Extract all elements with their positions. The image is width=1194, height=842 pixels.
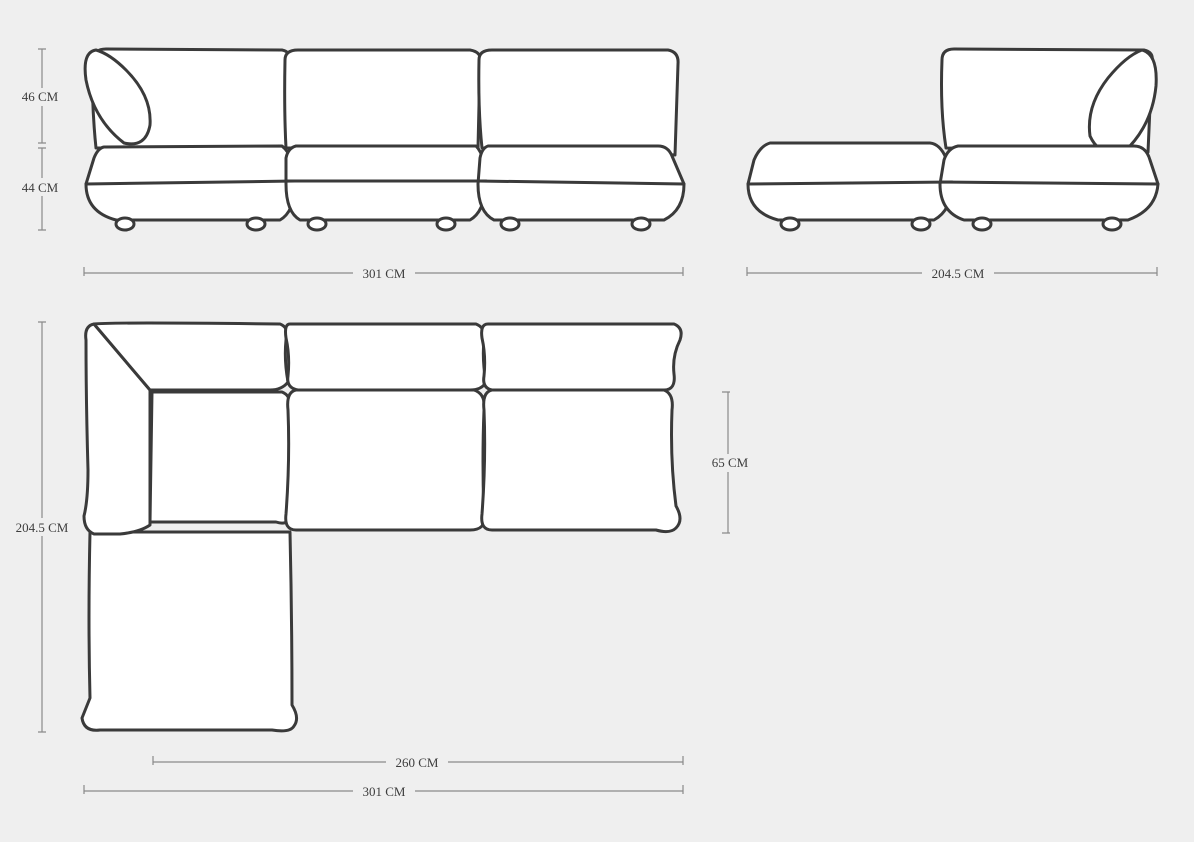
- dimension-top-total-width: 301 CM: [83, 782, 684, 800]
- seat-depth-label: 65 CM: [712, 455, 749, 470]
- front-armrest-cushion: [83, 48, 152, 146]
- dimension-top-inner-width: 260 CM: [152, 753, 684, 771]
- front-foot: [630, 216, 652, 232]
- top-corner-armrest: [82, 322, 152, 536]
- top-view-sofa: [80, 321, 683, 733]
- front-backrest-right: [477, 48, 680, 157]
- top-total-width-label: 301 CM: [363, 784, 406, 799]
- front-total-width-label: 301 CM: [363, 266, 406, 281]
- side-foot: [910, 216, 932, 232]
- front-foot: [499, 216, 521, 232]
- front-backrest-center: [283, 48, 482, 150]
- dimension-side-total-width: 204.5 CM: [746, 264, 1158, 282]
- front-seat-center: [284, 144, 488, 222]
- top-center-backrest: [284, 322, 488, 392]
- front-foot: [435, 216, 457, 232]
- top-inner-width-label: 260 CM: [396, 755, 439, 770]
- front-foot: [245, 216, 267, 232]
- top-right-seat: [480, 388, 682, 534]
- side-total-width-label: 204.5 CM: [932, 266, 985, 281]
- dimension-top-depth-left: 204.5 CM: [8, 321, 74, 733]
- top-corner-seat: [148, 390, 292, 525]
- side-foot: [971, 216, 993, 232]
- top-right-backrest: [480, 322, 683, 392]
- dimension-seat-depth: 65 CM: [704, 391, 754, 534]
- top-depth-left-label: 204.5 CM: [16, 520, 69, 535]
- front-foot: [114, 216, 136, 232]
- side-foot: [1101, 216, 1123, 232]
- front-foot: [306, 216, 328, 232]
- top-chaise-seat: [80, 530, 299, 733]
- top-center-seat: [284, 388, 486, 532]
- side-foot: [779, 216, 801, 232]
- dimension-back-height: 46 CM: [18, 48, 64, 144]
- seat-height-label: 44 CM: [22, 180, 59, 195]
- front-view-sofa: [83, 47, 686, 232]
- side-view-sofa: [746, 47, 1160, 232]
- dimension-seat-height: 44 CM: [18, 147, 64, 231]
- back-height-label: 46 CM: [22, 89, 59, 104]
- dimension-front-total-width: 301 CM: [83, 264, 684, 282]
